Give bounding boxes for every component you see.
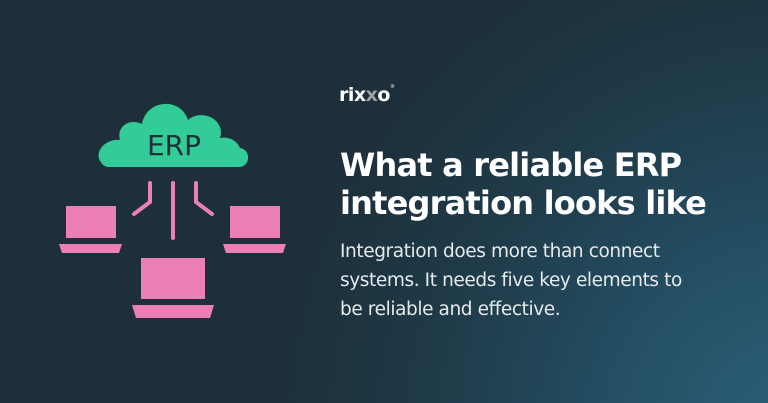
cloud-label: ERP	[147, 129, 201, 162]
laptop-icon	[59, 206, 122, 253]
headline-line-1: What a reliable ERP	[340, 146, 682, 184]
description-line-3: be reliable and effective.	[340, 299, 561, 320]
headline: What a reliable ERP integration looks li…	[340, 146, 760, 222]
erp-integration-illustration: ERP	[59, 103, 286, 318]
description-line-1: Integration does more than connect	[340, 241, 660, 262]
logo-text-part1: rix	[339, 84, 366, 106]
laptop-icon	[132, 258, 214, 318]
registered-mark: ®	[389, 84, 395, 90]
cloud-icon	[98, 103, 248, 167]
laptop-icon	[223, 206, 286, 253]
headline-line-2: integration looks like	[340, 184, 707, 222]
rixxo-logo: rixxo®	[339, 84, 395, 106]
logo-text-part3: o	[377, 84, 390, 106]
description: Integration does more than connect syste…	[340, 237, 740, 324]
connector-lines-icon	[132, 181, 214, 240]
logo-text-part2: x	[365, 84, 378, 106]
description-line-2: systems. It needs five key elements to	[340, 270, 682, 291]
